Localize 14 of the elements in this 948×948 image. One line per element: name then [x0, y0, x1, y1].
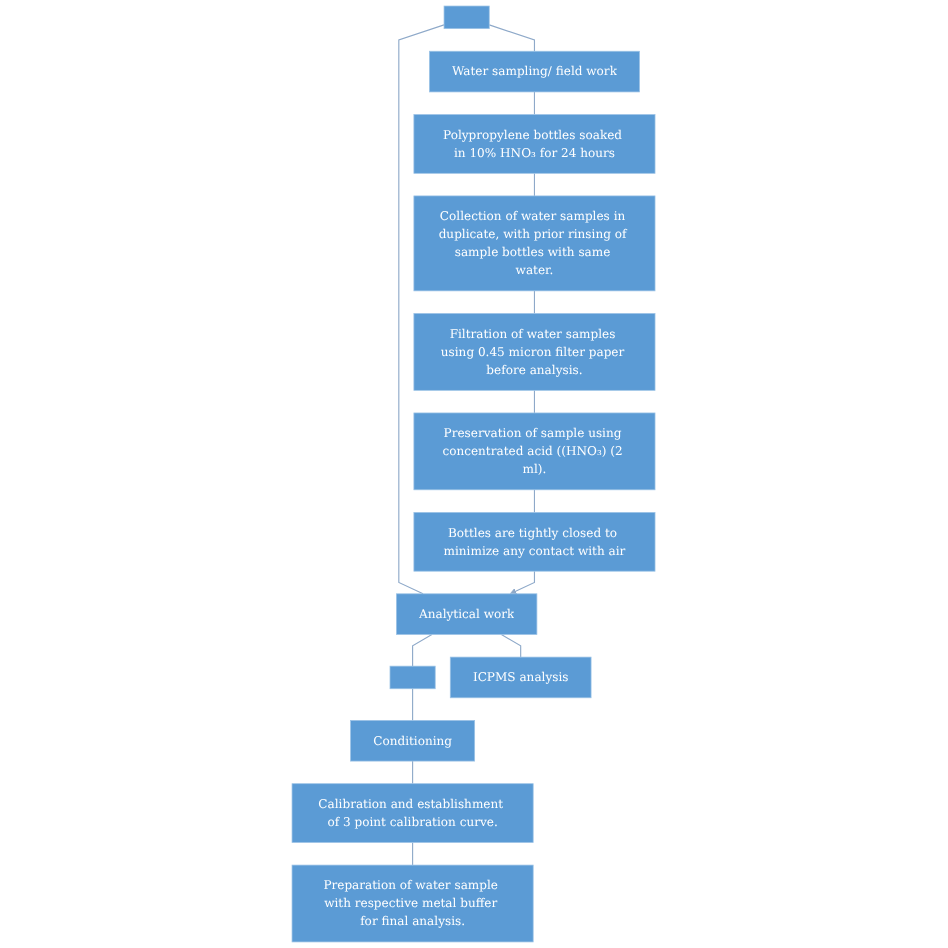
node-box: [444, 5, 491, 29]
connector: [412, 760, 414, 785]
connector: [534, 290, 536, 315]
node-box: [390, 665, 437, 690]
connector: [412, 841, 414, 866]
connector: [501, 633, 522, 658]
connector: [534, 172, 536, 197]
connector: [398, 24, 446, 595]
connector: [534, 91, 536, 116]
connector: [534, 489, 536, 513]
connector: [412, 688, 414, 721]
arrow: [510, 570, 536, 595]
connector: [534, 389, 536, 414]
connector: [489, 24, 536, 52]
